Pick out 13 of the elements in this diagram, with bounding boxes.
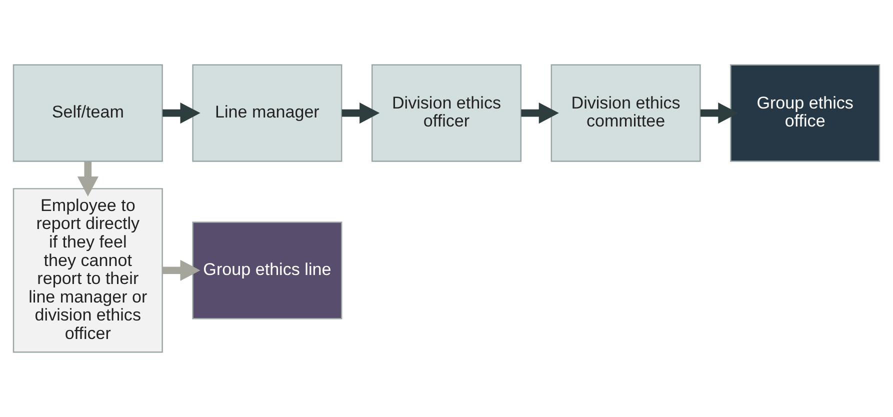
arrow	[162, 102, 200, 124]
node-box: Self/team	[12, 64, 163, 162]
node-box: Employee to report directly if they feel they cannot report to their line manager or division ethics officer	[12, 188, 163, 353]
arrow	[162, 260, 200, 281]
node-box: Division ethics officer	[372, 64, 522, 162]
node-box: Line manager	[192, 64, 342, 162]
arrow	[521, 102, 559, 124]
arrow	[342, 102, 380, 124]
arrow	[77, 162, 98, 197]
node-box: Division ethics committee	[550, 64, 701, 162]
node-box: Group ethics line	[192, 222, 342, 320]
arrow	[700, 102, 738, 124]
node-box: Group ethics office	[730, 64, 880, 162]
